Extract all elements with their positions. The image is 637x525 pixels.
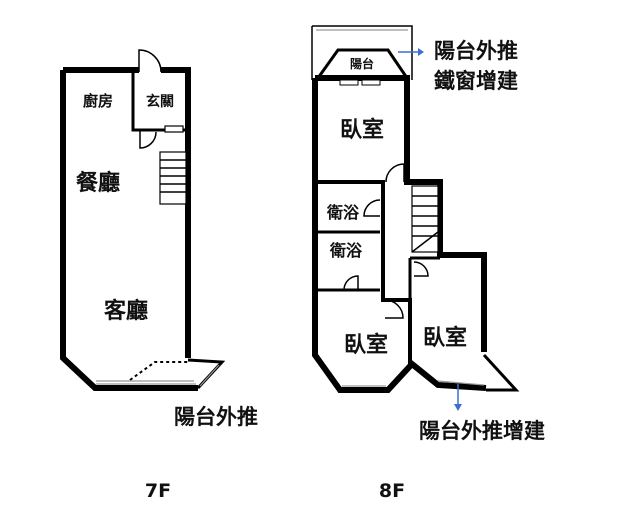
entrance-window (164, 125, 184, 133)
room-label-dining: 餐廳 (76, 170, 120, 196)
floor-7f-plan (60, 49, 226, 391)
entrance-inner-door (139, 130, 157, 149)
7f-balcony-window (96, 380, 196, 385)
room-label-bedroom-left: 臥室 (344, 332, 388, 358)
7f-balcony-old-line (129, 361, 188, 381)
room-label-bath-2: 衛浴 (329, 241, 363, 260)
bath-2-door (343, 275, 359, 291)
7f-balcony-annotation: 陽台外推 (174, 405, 258, 429)
bedroom-right-door (413, 261, 429, 277)
room-label-kitchen: 廚房 (83, 92, 113, 110)
bath-1-door (363, 199, 381, 217)
bedroom-top-door (385, 163, 405, 183)
top-annotation-arrow (398, 48, 424, 56)
7f-outer-wall-left (60, 70, 198, 391)
room-label-entrance: 玄關 (146, 93, 174, 110)
iron-window-enclosure (311, 25, 413, 80)
floor-label-7f: 7F (145, 480, 171, 502)
room-label-bedroom-top: 臥室 (340, 117, 384, 143)
8f-bath-partitions (315, 230, 380, 292)
7f-outer-wall-top (63, 67, 191, 358)
room-label-balcony: 陽台 (350, 56, 374, 71)
7f-balcony-side-window (199, 364, 220, 387)
8f-annotation-top-line2: 鐵窗增建 (434, 69, 518, 93)
8f-right-bedroom-wall (408, 256, 440, 364)
floor-8f-plan (311, 25, 520, 411)
room-label-bedroom-right: 臥室 (423, 325, 467, 351)
bottom-annotation-arrow (454, 384, 462, 411)
8f-annotation-top-line1: 陽台外推 (434, 39, 518, 63)
8f-outer-wall-left (312, 78, 487, 393)
8f-bottom-balcony-wall (482, 353, 520, 392)
bedroom-left-door (384, 299, 404, 319)
8f-balcony-wall (316, 48, 409, 79)
8f-annotation-bottom: 陽台外推增建 (419, 419, 545, 443)
room-label-bath-1: 衛浴 (326, 203, 360, 222)
entrance-door-swing (138, 49, 162, 73)
8f-outer-wall-right (315, 75, 487, 352)
room-label-living: 客廳 (104, 298, 148, 324)
8f-stairs (411, 185, 439, 253)
7f-stairs (159, 151, 187, 205)
floor-label-8f: 8F (379, 480, 405, 502)
